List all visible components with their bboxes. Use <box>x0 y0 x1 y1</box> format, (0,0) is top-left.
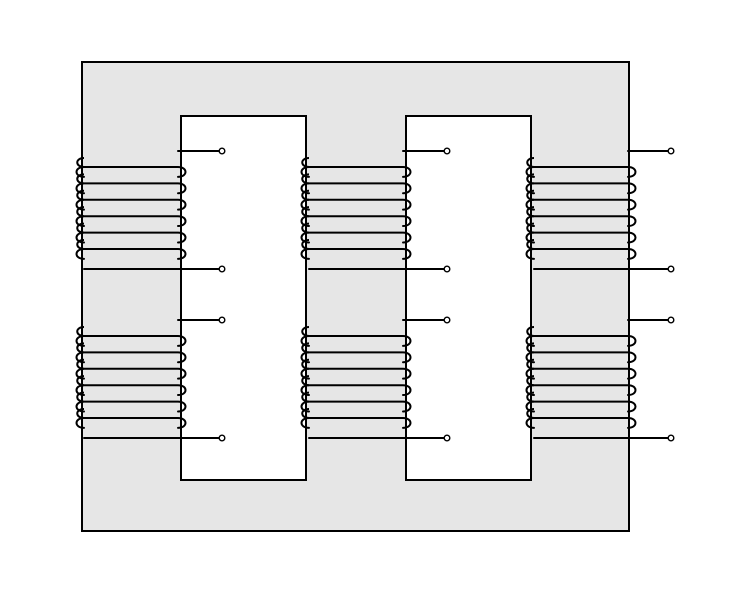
coil-loop-left <box>301 189 310 201</box>
coil-loop-left <box>76 189 85 201</box>
coil-loop-left <box>301 173 310 185</box>
terminal-top <box>667 316 675 324</box>
winding-middle-lower <box>300 316 451 442</box>
coil-turns <box>75 150 220 270</box>
terminal-top <box>443 316 451 324</box>
terminal-bottom <box>218 265 226 273</box>
coil-loop-left <box>526 342 535 354</box>
coil-loop-left <box>301 391 310 403</box>
coil-loop-left <box>76 391 85 403</box>
coil-loop-left <box>526 325 535 337</box>
winding-left-lower <box>75 316 226 442</box>
winding-right-lower <box>525 316 675 442</box>
coil-loop-left <box>301 325 310 337</box>
coil-loop-left <box>301 222 310 234</box>
coil-loop-left <box>526 222 535 234</box>
coil-loop-left <box>76 222 85 234</box>
coil-turns <box>300 319 445 439</box>
coil-loop-left <box>76 358 85 370</box>
coil-loop-left <box>301 375 310 387</box>
coil-loop-left <box>76 206 85 218</box>
coil-loop-left <box>526 206 535 218</box>
coil-loop-left <box>301 156 310 168</box>
coil-loop-left <box>301 238 310 250</box>
transformer-core <box>81 61 630 532</box>
coil-loop-left <box>301 342 310 354</box>
coil-loop-left <box>301 358 310 370</box>
terminal-bottom <box>667 434 675 442</box>
winding-middle-upper <box>300 147 451 273</box>
coil-loop-left <box>526 238 535 250</box>
coil-turns <box>300 150 445 270</box>
terminal-bottom <box>218 434 226 442</box>
coil-loop-left <box>526 189 535 201</box>
coil-loop-left <box>526 358 535 370</box>
coil-loop-left <box>76 156 85 168</box>
terminal-bottom <box>443 434 451 442</box>
coil-loop-left <box>76 325 85 337</box>
coil-loop-left <box>526 391 535 403</box>
coil-loop-left <box>76 238 85 250</box>
coil-loop-left <box>76 342 85 354</box>
coil-loop-left <box>301 407 310 419</box>
terminal-bottom <box>443 265 451 273</box>
terminal-bottom <box>667 265 675 273</box>
winding-left-upper <box>75 147 226 273</box>
winding-right-upper <box>525 147 675 273</box>
coil-loop-left <box>76 173 85 185</box>
coil-loop-left <box>526 156 535 168</box>
coil-loop-left <box>526 375 535 387</box>
terminal-top <box>667 147 675 155</box>
coil-loop-left <box>301 206 310 218</box>
terminal-top <box>218 147 226 155</box>
terminal-top <box>443 147 451 155</box>
core-outline <box>81 61 630 532</box>
coil-turns <box>525 150 669 270</box>
terminal-top <box>218 316 226 324</box>
coil-turns <box>75 319 220 439</box>
coil-loop-left <box>76 375 85 387</box>
coil-loop-left <box>76 407 85 419</box>
coil-loop-left <box>526 173 535 185</box>
coil-turns <box>525 319 669 439</box>
coil-loop-left <box>526 407 535 419</box>
windings-group <box>75 147 675 442</box>
